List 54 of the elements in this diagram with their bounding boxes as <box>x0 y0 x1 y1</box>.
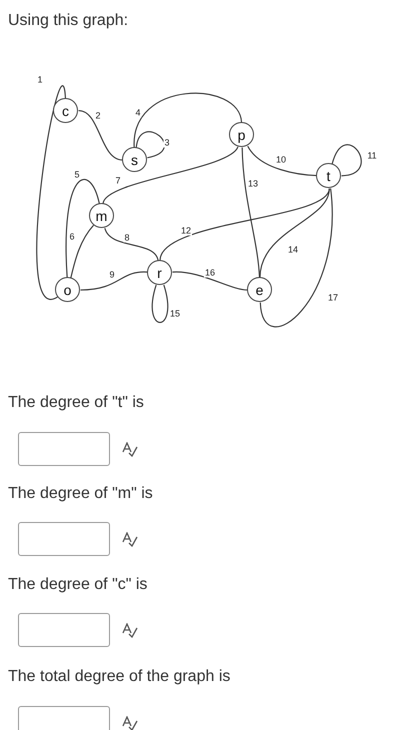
edge-label: 11 <box>366 152 378 160</box>
edge-label: 9 <box>108 270 116 280</box>
heading: Using this graph: <box>8 12 128 30</box>
vertex-circle <box>55 277 80 302</box>
question-text: The total degree of the graph is <box>8 668 230 686</box>
edge-label: 17 <box>327 294 339 302</box>
edge-label: 3 <box>164 138 170 148</box>
vertex-label: t <box>326 168 330 182</box>
edge-label: 8 <box>124 234 130 242</box>
graph-edge <box>104 228 159 261</box>
graph-edge <box>70 224 94 278</box>
edge-label: 4 <box>134 108 142 118</box>
vertex-label: s <box>131 152 138 166</box>
edge-label: 7 <box>114 176 122 186</box>
edge-label: 13 <box>247 180 259 188</box>
graph-edge <box>332 144 362 176</box>
graph-edge <box>152 284 168 323</box>
vertex-circle <box>89 203 114 228</box>
edge-label: 6 <box>68 232 76 242</box>
vertex-circle <box>122 147 147 172</box>
graph-edge <box>136 131 165 158</box>
edge-label: 16 <box>204 268 216 278</box>
vertex-label: c <box>62 104 69 118</box>
vertex-circle <box>147 260 172 285</box>
edge-label: 14 <box>287 246 299 254</box>
edge-label: 12 <box>180 226 192 236</box>
edge-label: 1 <box>36 76 44 84</box>
vertex-label: o <box>64 282 72 296</box>
vertex-label: e <box>256 282 264 296</box>
question-text: The degree of "m" is <box>8 485 153 503</box>
vertex-circle <box>316 163 341 188</box>
graph-edge <box>172 271 248 291</box>
edge-label: 15 <box>169 310 181 318</box>
graph-edge <box>36 86 66 299</box>
graph-edge <box>134 92 242 148</box>
question-text: The degree of "t" is <box>8 394 144 412</box>
vertex-label: p <box>238 128 246 142</box>
vertex-label: r <box>157 266 162 280</box>
graph-edge <box>259 188 330 278</box>
graph-edge <box>247 146 317 176</box>
graph-edge <box>102 146 238 204</box>
vertex-circle <box>247 277 272 302</box>
edge-label: 10 <box>275 156 287 164</box>
question-text: The degree of "c" is <box>8 576 148 594</box>
vertex-circle <box>53 98 78 123</box>
graph-edge <box>66 179 100 278</box>
edge-label: 5 <box>74 170 80 180</box>
graph-edge <box>242 147 260 278</box>
graph-edge <box>80 271 148 291</box>
graph-edge <box>78 110 123 161</box>
vertex-circle <box>229 122 254 147</box>
edge-label: 2 <box>94 112 102 120</box>
graph-edge <box>260 188 333 328</box>
vertex-label: m <box>96 208 108 222</box>
